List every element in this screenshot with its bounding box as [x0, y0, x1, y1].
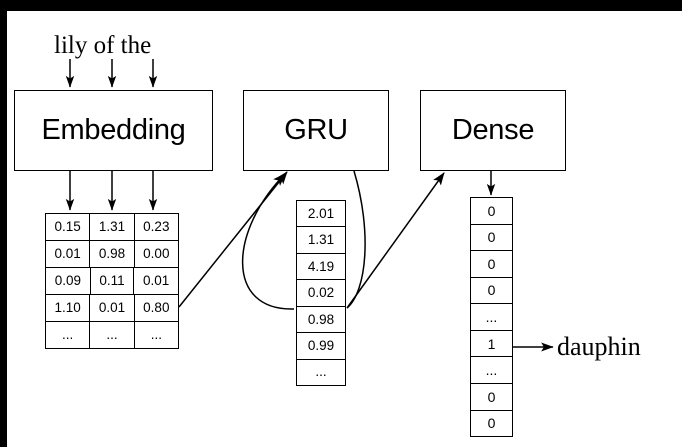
- dense-vector-cell: 0: [471, 278, 512, 305]
- gru-vector-cell: 2.01: [297, 201, 345, 228]
- dense-vector-cell: 0: [471, 198, 512, 225]
- gru-vector-cell: 4.19: [297, 254, 345, 281]
- dense-vector-cell: 0: [487, 415, 496, 432]
- matrix-cell: 1.31: [90, 214, 135, 240]
- dense-vector-cell: 0: [471, 225, 512, 252]
- gru-vector-cell: ...: [315, 364, 327, 380]
- predicted-word-text: dauphin: [557, 332, 641, 361]
- matrix-cell: 0.01: [90, 295, 135, 321]
- matrix-to-gru-arrow: [178, 171, 288, 308]
- gru-vector-cell: 0.02: [297, 280, 345, 307]
- vector-to-dense-arrow: [346, 172, 445, 309]
- matrix-cell: 0.09: [46, 268, 91, 294]
- layer-box-embedding[interactable]: Embedding: [14, 90, 213, 171]
- layer-label-dense: Dense: [451, 114, 535, 146]
- matrix-cell: 0.01: [143, 273, 170, 289]
- input-words-text: lily of the: [54, 32, 152, 59]
- matrix-cell: 1.10: [46, 295, 91, 321]
- dense-vector-cell: ...: [471, 357, 512, 384]
- matrix-cell: 0.23: [143, 219, 170, 235]
- matrix-cell: ...: [46, 322, 91, 348]
- dense-vector-cell: 1: [471, 331, 512, 358]
- gru-vector-cell: 1.31: [297, 227, 345, 254]
- matrix-cell: 0.80: [143, 300, 170, 316]
- matrix-row: .........: [46, 322, 178, 348]
- gru-vector-cell: 0.98: [297, 307, 345, 334]
- dense-vector-cell: 0: [471, 251, 512, 278]
- matrix-cell: 0.01: [46, 241, 91, 267]
- dense-vector-cell: 0: [471, 384, 512, 411]
- layer-box-dense[interactable]: Dense: [420, 90, 566, 171]
- matrix-cell: ...: [90, 322, 135, 348]
- matrix-cell: ...: [150, 327, 162, 343]
- layer-box-gru[interactable]: GRU: [243, 90, 389, 171]
- matrix-cell: 0.98: [90, 241, 135, 267]
- gru-recurrent-arrow: [241, 173, 295, 310]
- layer-label-gru: GRU: [284, 114, 348, 146]
- dense-vector-cell: ...: [471, 304, 512, 331]
- gru-to-vector-curve: [346, 170, 366, 309]
- gru-vector-cell: 0.99: [297, 333, 345, 360]
- matrix-cell: 0.00: [143, 246, 170, 262]
- layer-label-embedding: Embedding: [41, 114, 186, 146]
- matrix-cell: 0.15: [46, 214, 91, 240]
- matrix-cell: 0.11: [91, 268, 135, 294]
